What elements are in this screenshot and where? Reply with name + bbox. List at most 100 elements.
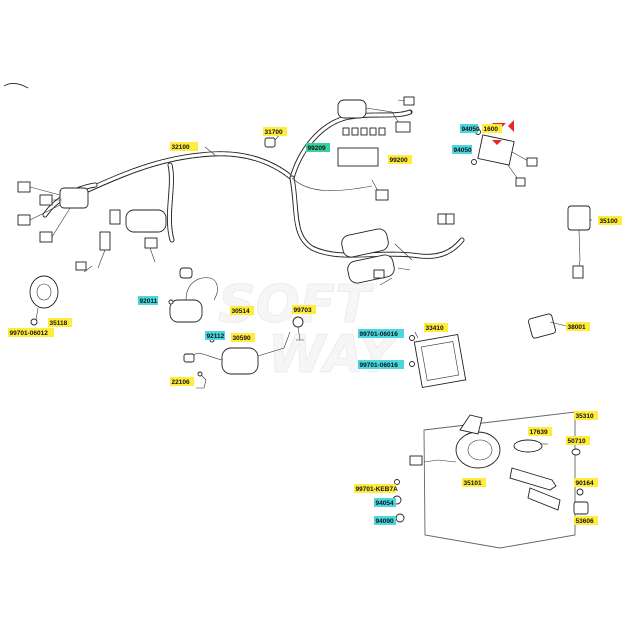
- part-label-highlight: [358, 360, 404, 369]
- part-label-99701a: 99701-06012: [8, 328, 54, 337]
- part-label-text: 99701-06012: [10, 330, 49, 337]
- part-label-highlight: [138, 296, 158, 305]
- part-label-text: 33410: [426, 325, 444, 332]
- fuse-row: [337, 127, 389, 201]
- part-label-highlight: [292, 305, 316, 314]
- part-label-highlight: [574, 411, 598, 420]
- part-label-highlight: [170, 377, 194, 386]
- part-label-94050a: 94050: [460, 124, 480, 133]
- grommet-31700: [264, 137, 276, 148]
- part-label-highlight: [306, 143, 330, 152]
- ignition-coils: [341, 213, 455, 286]
- regulator-top-right: [471, 120, 538, 187]
- part-label-highlight: [574, 516, 598, 525]
- part-label-text: 92011: [140, 298, 158, 305]
- part-label-highlight: [231, 333, 255, 342]
- part-label-highlight: [598, 216, 622, 225]
- part-label-text: 1600: [484, 126, 499, 133]
- part-label-highlight: [452, 145, 472, 154]
- part-label-highlight: [205, 331, 225, 340]
- part-label-highlight: [48, 318, 72, 327]
- coil-30514: [168, 267, 218, 323]
- part-label-92112: 92112: [205, 331, 225, 340]
- part-label-text: 50710: [568, 438, 586, 445]
- part-label-33410: 33410: [424, 323, 448, 332]
- part-label-text: 99701-06016: [360, 331, 399, 338]
- part-label-text: 94050: [454, 147, 472, 154]
- part-label-92011a: 92011: [138, 296, 158, 305]
- part-label-50710: 50710: [566, 436, 590, 445]
- part-label-text: 53606: [576, 518, 594, 525]
- part-label-text: 35101: [464, 480, 482, 487]
- part-label-highlight: [230, 306, 254, 315]
- part-label-text: 99209: [308, 145, 326, 152]
- part-label-text: 94090: [376, 518, 394, 525]
- part-label-35118: 35118: [48, 318, 72, 327]
- part-labels: 32100 31700 99209 99200 94050 1600 94050 35100 3…: [8, 124, 622, 525]
- part-label-text: 30514: [232, 308, 250, 315]
- part-label-22106: 22106: [170, 377, 194, 386]
- part-label-highlight: [566, 322, 590, 331]
- part-label-text: 32100: [172, 144, 190, 151]
- part-label-99701b: 99701-06016: [358, 329, 404, 338]
- warning-marker-icon: [492, 140, 502, 145]
- part-label-highlight: [263, 127, 287, 136]
- part-label-highlight: [462, 478, 486, 487]
- part-label-text: 38001: [568, 324, 586, 331]
- part-label-text: 22106: [172, 379, 190, 386]
- part-label-99200: 99200: [388, 155, 412, 164]
- part-label-highlight: [528, 427, 552, 436]
- part-label-text: 99703: [294, 307, 312, 314]
- part-label-99701c: 99701-06016: [358, 360, 404, 369]
- cap-99703: [292, 316, 304, 341]
- part-label-text: 99701-KEB7A: [356, 486, 399, 493]
- part-label-text: 94050: [462, 126, 480, 133]
- part-label-highlight: [566, 436, 590, 445]
- part-label-highlight: [354, 484, 396, 493]
- part-label-99703: 99703: [292, 305, 316, 314]
- part-label-text: 35310: [576, 413, 594, 420]
- part-label-text: 17639: [530, 429, 548, 436]
- part-label-94090: 94090: [374, 516, 396, 525]
- part-label-35101: 35101: [462, 478, 486, 487]
- harness-relay-barrel: [337, 96, 415, 133]
- warning-marker-icon: [508, 120, 514, 132]
- part-label-text: 35118: [50, 320, 68, 327]
- coil-30590: [183, 331, 291, 375]
- relay-35100: [567, 205, 591, 279]
- relay-cluster: [75, 209, 167, 273]
- bracket-22106: [196, 371, 207, 389]
- part-label-1600: 1600: [482, 124, 502, 133]
- part-label-highlight: [170, 142, 198, 151]
- part-label-35100: 35100: [598, 216, 622, 225]
- part-label-99701d: 99701-KEB7A: [354, 484, 398, 493]
- left-connector-cluster: [17, 181, 89, 243]
- part-label-text: 99701-06016: [360, 362, 399, 369]
- part-label-99209: 99209: [306, 143, 330, 152]
- part-label-text: 92112: [207, 333, 225, 340]
- part-label-30514: 30514: [230, 306, 254, 315]
- part-label-highlight: [574, 478, 598, 487]
- part-label-highlight: [482, 124, 502, 133]
- part-label-53606: 53606: [574, 516, 598, 525]
- part-label-highlight: [460, 124, 478, 133]
- part-label-94054: 94054: [374, 498, 396, 507]
- part-label-highlight: [358, 329, 404, 338]
- part-label-17639: 17639: [528, 427, 552, 436]
- ignition-switch-group: [409, 411, 589, 549]
- horn: [29, 275, 59, 326]
- part-label-90164: 90164: [574, 478, 598, 487]
- part-label-text: 31700: [265, 129, 283, 136]
- flasher-38001: [528, 313, 567, 339]
- cdi-unit-33410: [409, 334, 467, 388]
- part-label-35310: 35310: [574, 411, 598, 420]
- corner-fragment: [3, 83, 29, 89]
- part-label-31700: 31700: [263, 127, 287, 136]
- part-label-highlight: [374, 516, 396, 525]
- part-label-32100: 32100: [170, 142, 198, 151]
- part-label-highlight: [388, 155, 412, 164]
- part-label-text: 99200: [390, 157, 408, 164]
- part-label-text: 90164: [576, 480, 594, 487]
- part-label-text: 35100: [600, 218, 618, 225]
